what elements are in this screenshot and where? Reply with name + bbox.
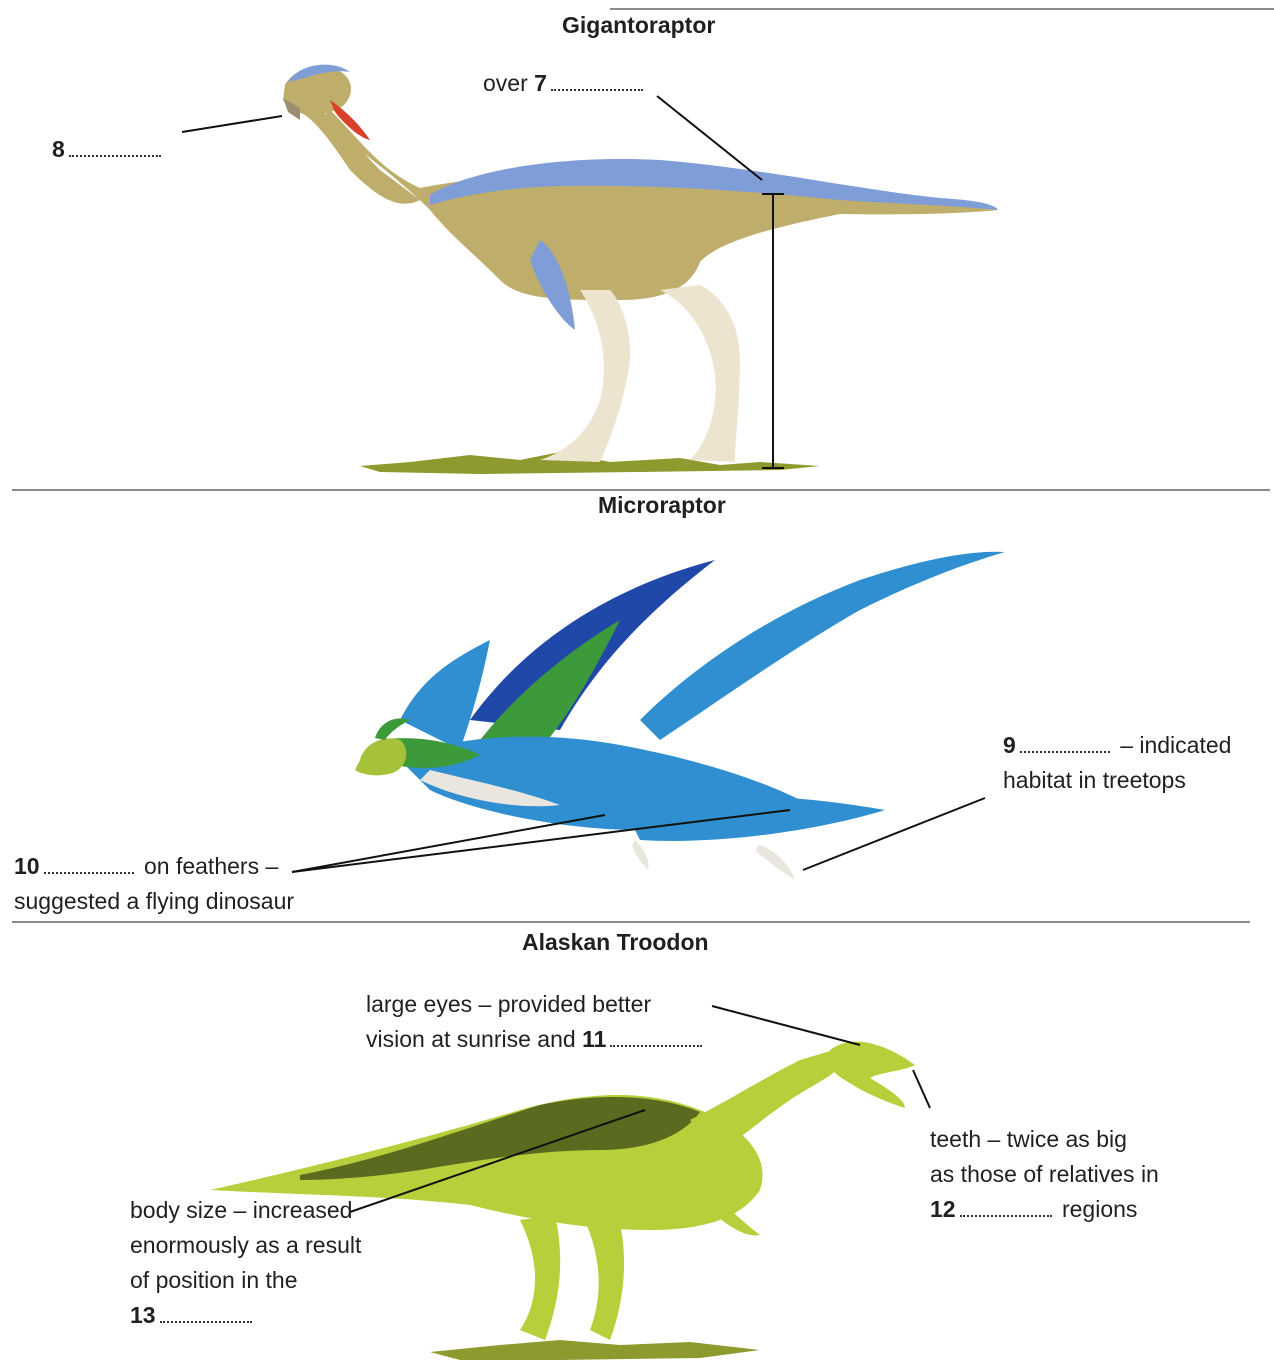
microraptor-illustration [292, 552, 1005, 880]
blank-number-8: 8 [52, 136, 65, 162]
answer-blank-9[interactable] [1020, 737, 1110, 753]
label-feathers: 10 on feathers – suggested a flying dino… [14, 849, 294, 919]
troodon-head [828, 1042, 915, 1108]
answer-blank-8[interactable] [69, 141, 161, 157]
answer-blank-13[interactable] [160, 1307, 252, 1323]
gigantoraptor-illustration [182, 65, 998, 474]
title-alaskan-troodon: Alaskan Troodon [522, 929, 709, 956]
microraptor-leg-feathers [620, 795, 885, 841]
answer-blank-11[interactable] [610, 1031, 702, 1047]
blank-number-10: 10 [14, 853, 40, 879]
blank-number-12: 12 [930, 1196, 956, 1222]
gigantoraptor-leg-front [540, 290, 630, 462]
answer-blank-7[interactable] [551, 75, 643, 91]
title-microraptor: Microraptor [598, 492, 726, 519]
troodon-ground [430, 1340, 760, 1360]
answer-blank-12[interactable] [960, 1201, 1052, 1217]
label-body-size: body size – increased enormously as a re… [130, 1193, 361, 1333]
leader-teeth [913, 1070, 930, 1108]
microraptor-foot [755, 845, 795, 880]
microraptor-tail [640, 552, 1005, 740]
troodon-leg-back [520, 1215, 560, 1340]
microraptor-crest [375, 718, 410, 740]
label-teeth: teeth – twice as big as those of relativ… [930, 1122, 1159, 1227]
blank-number-9: 9 [1003, 732, 1016, 758]
gigantoraptor-neck [300, 100, 420, 204]
label-habitat: 9 – indicated habitat in treetops [1003, 728, 1231, 798]
leader-feathers-1 [292, 815, 605, 872]
answer-blank-10[interactable] [44, 858, 134, 874]
blank-number-11: 11 [582, 1026, 606, 1052]
microraptor-foot-2 [632, 840, 648, 870]
title-gigantoraptor: Gigantoraptor [562, 12, 715, 39]
leader-head [182, 116, 282, 132]
label-head: 8 [52, 132, 165, 167]
label-eyes: large eyes – provided better vision at s… [366, 987, 706, 1057]
microraptor-head [355, 738, 406, 775]
troodon-neck [690, 1045, 850, 1150]
gigantoraptor-leg-back [660, 285, 740, 462]
gigantoraptor-body [320, 110, 998, 300]
blank-number-7: 7 [534, 70, 547, 96]
blank-number-13: 13 [130, 1302, 156, 1328]
leader-eyes [712, 1006, 860, 1045]
microraptor-front-wing [400, 640, 490, 750]
label-height: over 7 [483, 66, 647, 101]
